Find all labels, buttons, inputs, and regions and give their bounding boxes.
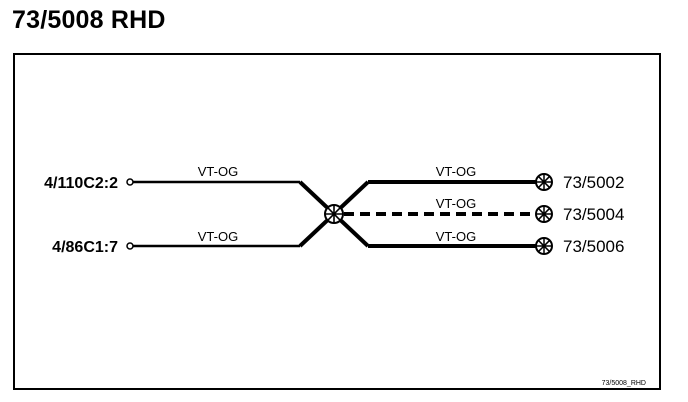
connector-terminal-icon bbox=[535, 237, 553, 255]
right-connector-label: 73/5002 bbox=[563, 173, 624, 192]
connector-terminal-icon bbox=[535, 173, 553, 191]
open-terminal-icon bbox=[126, 242, 134, 250]
right-connector-label: 73/5006 bbox=[563, 237, 624, 256]
wire-label-right-bottom: VT-OG bbox=[436, 229, 476, 244]
wire-left-top bbox=[133, 180, 336, 216]
splice-node-icon bbox=[324, 204, 344, 224]
diagram-frame bbox=[13, 53, 661, 390]
left-connector-label: 4/110C2:2 bbox=[44, 175, 118, 192]
wire-label-right-top: VT-OG bbox=[436, 164, 476, 179]
connector-terminal-icon bbox=[535, 205, 553, 223]
open-terminal-icon bbox=[126, 178, 134, 186]
left-connector-label: 4/86C1:7 bbox=[52, 239, 118, 256]
diagram-reference-code: 73/5008_RHD bbox=[602, 380, 646, 387]
wire-label-left-top: VT-OG bbox=[198, 164, 238, 179]
wire-label-left-bottom: VT-OG bbox=[198, 229, 238, 244]
wire-label-right-middle: VT-OG bbox=[436, 196, 476, 211]
right-connector-label: 73/5004 bbox=[563, 205, 624, 224]
diagram-title: 73/5008 RHD bbox=[12, 6, 166, 34]
